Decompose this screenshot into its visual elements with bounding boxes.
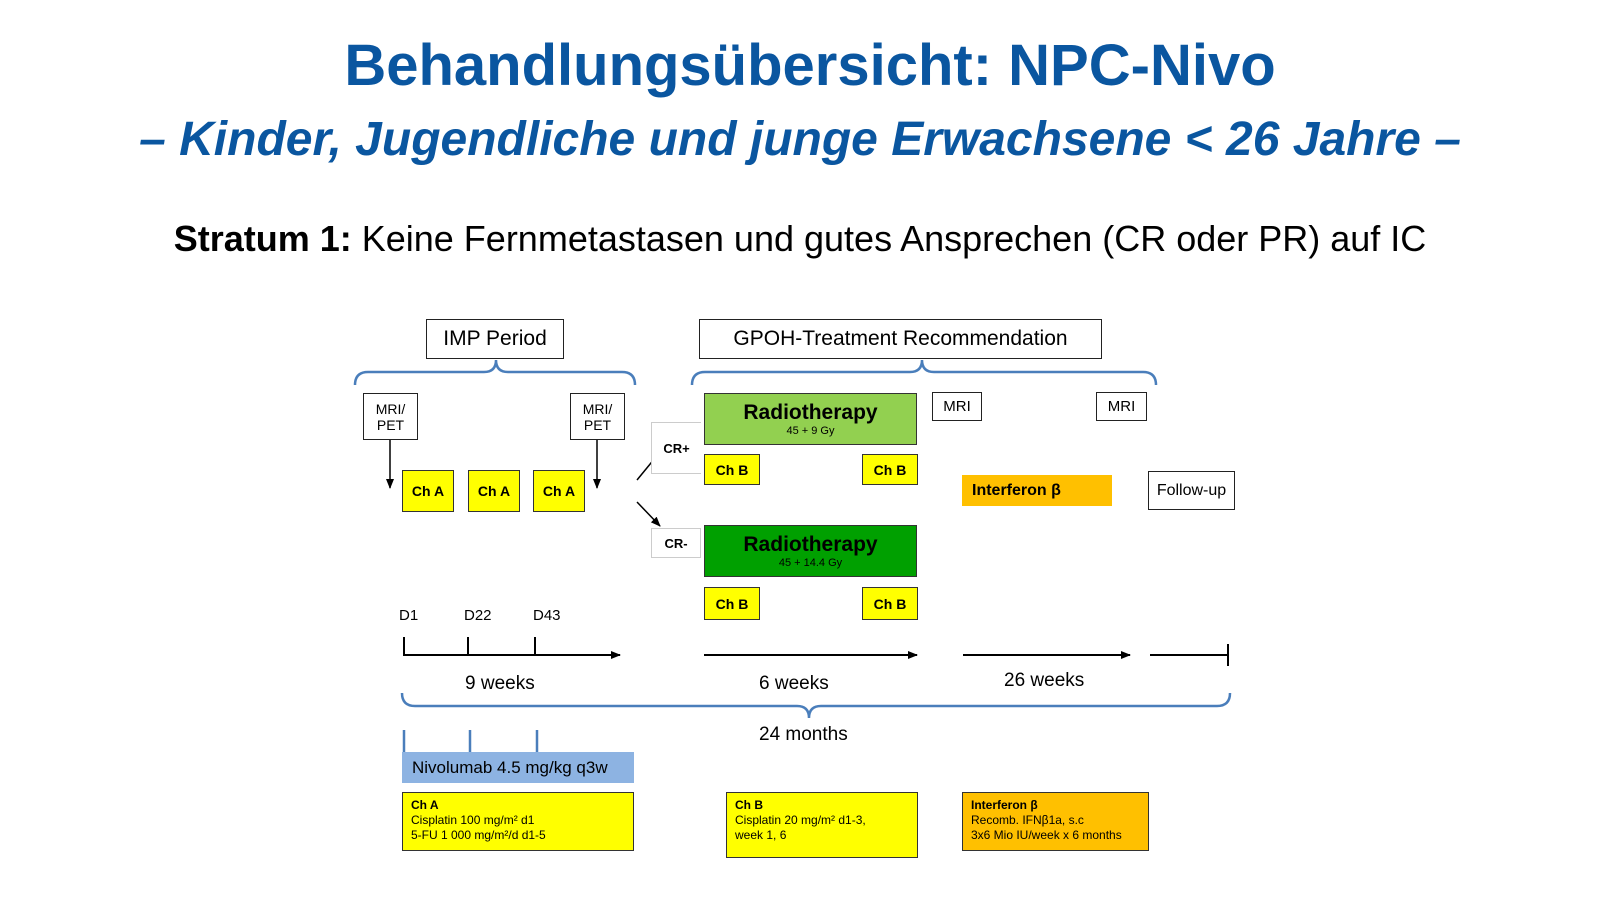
ch-b-note-line-1: Cisplatin 20 mg/m² d1-3, <box>735 813 866 827</box>
gpoh-treatment-label: GPOH-Treatment Recommendation <box>699 319 1102 359</box>
imp-period-label: IMP Period <box>426 319 564 359</box>
duration-total: 24 months <box>759 724 848 745</box>
mri-pet-line-1: MRI/ <box>375 400 406 417</box>
ch-a-note-line-2: 5-FU 1 000 mg/m²/d d1-5 <box>411 828 546 842</box>
ch-b-cr-plus-2: Ch B <box>862 454 918 485</box>
ch-b-note-line-2: week 1, 6 <box>735 828 787 842</box>
ch-b-note: Ch B Cisplatin 20 mg/m² d1-3, week 1, 6 <box>726 792 918 858</box>
gpoh-bracket <box>690 359 1158 386</box>
mri-pet-box-end: MRI/PET <box>570 393 625 440</box>
interferon-note-line-2: 3x6 Mio IU/week x 6 months <box>971 828 1122 842</box>
page-title: Behandlungsübersicht: NPC-Nivo <box>344 33 1276 98</box>
page-subtitle: – Kinder, Jugendliche und junge Erwachse… <box>139 113 1461 166</box>
ch-a-note: Ch A Cisplatin 100 mg/m² d1 5-FU 1 000 m… <box>402 792 634 851</box>
radiotherapy-title: Radiotherapy <box>743 401 878 424</box>
mri-box-1: MRI <box>932 392 982 421</box>
stratum-label: Stratum 1: <box>173 218 352 259</box>
duration-rt: 6 weeks <box>759 673 829 694</box>
cr-minus-arrow <box>636 501 661 527</box>
ch-a-note-title: Ch A <box>411 798 439 812</box>
ch-b-cr-minus-1: Ch B <box>704 587 760 620</box>
cr-plus-label: CR+ <box>651 422 701 474</box>
day-label-d43: D43 <box>533 607 561 624</box>
cr-minus-label: CR- <box>651 528 701 558</box>
ch-a-cycle-2: Ch A <box>468 470 520 512</box>
mri-pet-box-start: MRI/PET <box>363 393 418 440</box>
day-label-d22: D22 <box>464 607 492 624</box>
radiotherapy-cr-minus: Radiotherapy 45 + 14.4 Gy <box>704 525 917 577</box>
stratum-heading: Stratum 1: Keine Fernmetastasen und gute… <box>0 218 1600 260</box>
radiotherapy-dose: 45 + 9 Gy <box>786 425 835 437</box>
interferon-bar: Interferon β <box>962 475 1112 506</box>
total-bracket <box>400 692 1232 719</box>
imp-bracket <box>353 359 637 386</box>
nivolumab-bar: Nivolumab 4.5 mg/kg q3w <box>402 752 634 783</box>
duration-ic: 9 weeks <box>465 673 535 694</box>
duration-ifn: 26 weeks <box>1004 670 1085 691</box>
ch-a-cycle-3: Ch A <box>533 470 585 512</box>
mri-pet-line-2: PET <box>376 416 405 433</box>
radiotherapy-title: Radiotherapy <box>743 533 878 556</box>
ch-a-cycle-1: Ch A <box>402 470 454 512</box>
follow-up-box: Follow-up <box>1148 471 1235 510</box>
ch-b-cr-minus-2: Ch B <box>862 587 918 620</box>
interferon-note: Interferon β Recomb. IFNβ1a, s.c 3x6 Mio… <box>962 792 1149 851</box>
day-label-d1: D1 <box>399 607 419 624</box>
mri-pet-line-1: MRI/ <box>582 400 613 417</box>
ch-b-note-title: Ch B <box>735 798 763 812</box>
mri-box-2: MRI <box>1096 392 1147 421</box>
stratum-text: Keine Fernmetastasen und gutes Anspreche… <box>361 218 1427 259</box>
ch-b-cr-plus-1: Ch B <box>704 454 760 485</box>
radiotherapy-dose: 45 + 14.4 Gy <box>778 557 843 569</box>
interferon-note-title: Interferon β <box>971 798 1038 812</box>
interferon-note-line-1: Recomb. IFNβ1a, s.c <box>971 813 1084 827</box>
mri-pet-line-2: PET <box>583 416 612 433</box>
radiotherapy-cr-plus: Radiotherapy 45 + 9 Gy <box>704 393 917 445</box>
ch-a-note-line-1: Cisplatin 100 mg/m² d1 <box>411 813 535 827</box>
